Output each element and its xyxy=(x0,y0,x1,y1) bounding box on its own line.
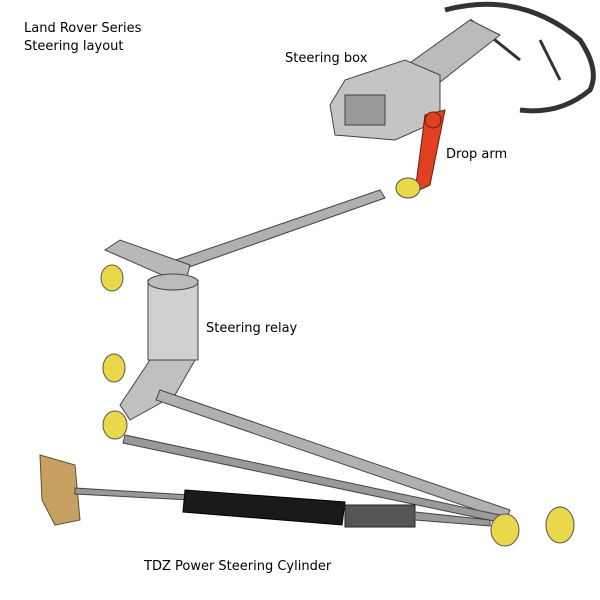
steering-box xyxy=(329,59,441,141)
drop-arm xyxy=(414,109,446,193)
title-line-1: Land Rover Series xyxy=(24,21,142,36)
drag-link xyxy=(169,189,386,273)
label-steering-relay: Steering relay xyxy=(206,321,298,336)
cylinder-bracket xyxy=(39,454,81,526)
label-steering-box: Steering box xyxy=(285,51,368,66)
label-drop-arm: Drop arm xyxy=(446,147,508,162)
diagram-title: Land Rover Series Steering layout xyxy=(24,20,141,56)
label-power-steering-cylinder: TDZ Power Steering Cylinder xyxy=(144,559,332,574)
title-line-2: Steering layout xyxy=(24,39,124,54)
steering-relay xyxy=(119,273,199,421)
power-steering-cylinder xyxy=(182,489,346,526)
